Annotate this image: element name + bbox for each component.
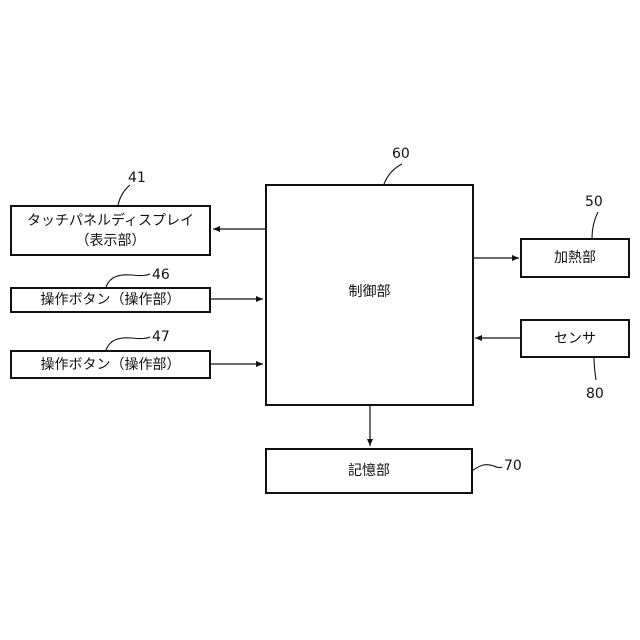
- touch-panel-sublabel: （表示部）: [76, 231, 146, 251]
- operation-button-46-block: 操作ボタン（操作部）: [10, 287, 211, 313]
- touch-panel-display-block: タッチパネルディスプレイ （表示部）: [10, 205, 211, 256]
- ref-46: 46: [152, 267, 170, 283]
- leader-50: [592, 212, 598, 238]
- sensor-label: センサ: [554, 329, 596, 349]
- leader-47: [106, 337, 150, 350]
- leader-70: [472, 465, 502, 471]
- leader-60: [384, 164, 402, 184]
- heater-label: 加熱部: [554, 248, 596, 268]
- heater-block: 加熱部: [520, 238, 630, 278]
- operation-button-47-block: 操作ボタン（操作部）: [10, 350, 211, 379]
- memory-block: 記憶部: [265, 448, 473, 494]
- ref-70: 70: [504, 458, 522, 474]
- operation-button-46-label: 操作ボタン（操作部）: [41, 290, 181, 310]
- ref-60: 60: [392, 146, 410, 162]
- leader-41: [118, 185, 130, 205]
- ref-50: 50: [585, 194, 603, 210]
- leader-46: [106, 274, 150, 287]
- memory-label: 記憶部: [348, 461, 390, 481]
- controller-label: 制御部: [267, 282, 472, 302]
- ref-41: 41: [128, 170, 146, 186]
- touch-panel-label: タッチパネルディスプレイ: [27, 211, 194, 231]
- leader-80: [594, 358, 596, 380]
- ref-47: 47: [152, 329, 170, 345]
- ref-80: 80: [586, 386, 604, 402]
- operation-button-47-label: 操作ボタン（操作部）: [41, 355, 181, 375]
- controller-block: 制御部: [265, 184, 474, 406]
- sensor-block: センサ: [520, 319, 630, 358]
